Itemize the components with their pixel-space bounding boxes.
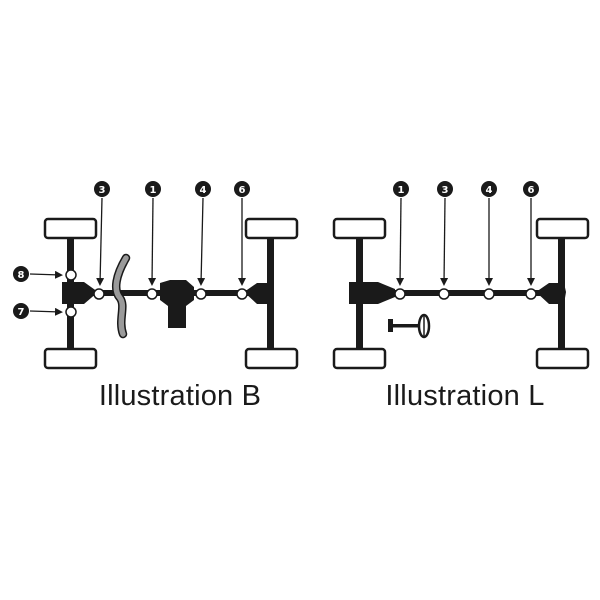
joint-4 — [195, 288, 207, 300]
caption-illustration-l: Illustration L — [385, 380, 545, 412]
svg-text:4: 4 — [200, 185, 207, 196]
joint-7 — [65, 306, 77, 318]
arrow-4 — [197, 197, 206, 286]
badge-8: 8 — [13, 266, 29, 282]
front-differential — [62, 282, 98, 304]
joint-l-1 — [394, 288, 406, 300]
arrow-l-3 — [440, 197, 449, 286]
badge-3: 3 — [94, 181, 110, 197]
joint-l-3 — [438, 288, 450, 300]
arrow-7 — [29, 307, 63, 316]
joint-l-4 — [483, 288, 495, 300]
joint-3 — [93, 288, 105, 300]
svg-text:8: 8 — [18, 270, 25, 281]
arrow-8 — [29, 270, 63, 279]
badge-l-4: 4 — [481, 181, 497, 197]
svg-text:7: 7 — [18, 307, 25, 318]
arrow-l-1 — [396, 197, 405, 286]
transfer-case — [160, 280, 194, 328]
joint-1 — [146, 288, 158, 300]
badge-l-1: 1 — [393, 181, 409, 197]
wheel-front-left-bottom — [43, 347, 98, 370]
badge-7: 7 — [13, 303, 29, 319]
caption-illustration-b: Illustration B — [98, 380, 262, 412]
wheel-l-rear-bottom — [535, 347, 590, 370]
badge-4: 4 — [195, 181, 211, 197]
wheel-l-front-top — [332, 217, 387, 240]
joint-8 — [65, 269, 77, 281]
svg-text:3: 3 — [442, 185, 449, 196]
badge-l-3: 3 — [437, 181, 453, 197]
joint-l-6 — [525, 288, 537, 300]
drive-shaft-l — [392, 290, 562, 296]
rear-differential — [244, 283, 274, 304]
wheel-rear-top — [244, 217, 299, 240]
badge-1: 1 — [145, 181, 161, 197]
wheel-l-rear-top — [535, 217, 590, 240]
joint-6 — [236, 288, 248, 300]
svg-text:6: 6 — [239, 185, 246, 196]
illustration-b: 3 1 4 6 8 7 — [13, 181, 299, 370]
rear-differential-l — [536, 283, 566, 304]
svg-text:6: 6 — [528, 185, 535, 196]
wheel-rear-bottom — [244, 347, 299, 370]
svg-text:3: 3 — [99, 185, 106, 196]
badge-6: 6 — [234, 181, 250, 197]
arrow-1 — [148, 197, 157, 286]
badge-l-6: 6 — [523, 181, 539, 197]
transmission-unit — [349, 282, 395, 304]
svg-text:4: 4 — [486, 185, 493, 196]
wheel-l-front-bottom — [332, 347, 387, 370]
arrow-3 — [96, 197, 105, 286]
illustration-l: 1 3 4 6 — [332, 181, 590, 370]
steering-wheel-icon — [388, 313, 431, 339]
wheel-front-left-top — [43, 217, 98, 240]
svg-text:1: 1 — [398, 185, 405, 196]
svg-text:1: 1 — [150, 185, 157, 196]
